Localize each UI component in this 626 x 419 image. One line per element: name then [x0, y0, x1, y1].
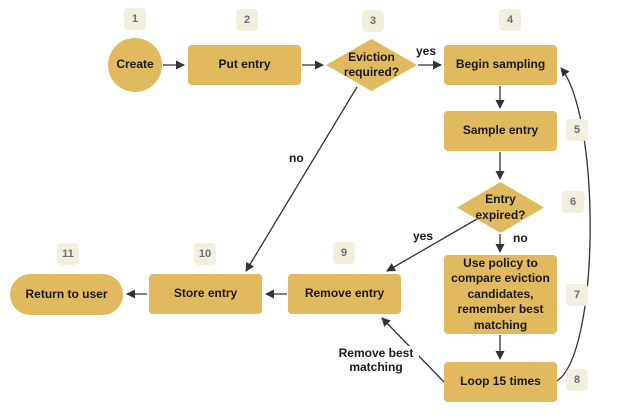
arrow-expired-yes-to-remove-entry	[386, 218, 478, 272]
node-create: Create	[108, 38, 162, 92]
node-use-policy: Use policy to compare eviction candidate…	[444, 255, 557, 334]
badge-store-entry: 10	[194, 243, 216, 265]
badge-eviction-required: 3	[362, 10, 384, 32]
arrow-eviction-no-to-store-entry	[245, 86, 358, 272]
node-remove-entry: Remove entry	[288, 274, 401, 314]
badge-sample-entry: 5	[566, 119, 588, 141]
edge-label-eviction-no: no	[287, 151, 306, 165]
node-begin-sampling: Begin sampling	[444, 45, 557, 85]
node-store-entry: Store entry	[149, 274, 262, 314]
node-sample-entry: Sample entry	[444, 111, 557, 151]
badge-remove-entry: 9	[333, 242, 355, 264]
node-put-entry: Put entry	[188, 45, 301, 85]
edge-label-eviction-yes: yes	[414, 44, 439, 58]
edge-label-expired-no: no	[511, 231, 530, 245]
badge-begin-sampling: 4	[499, 9, 521, 31]
badge-create: 1	[124, 8, 146, 30]
badge-entry-expired: 6	[562, 191, 584, 213]
edge-label-expired-yes: yes	[411, 229, 436, 243]
badge-put-entry: 2	[236, 9, 258, 31]
badge-loop-15-times: 8	[566, 369, 588, 391]
node-loop-15-times: Loop 15 times	[444, 362, 557, 402]
edge-label-remove-best-matching: Remove best matching	[333, 346, 419, 374]
arrow-loop-back-to-begin-sampling	[556, 67, 591, 382]
badge-return-to-user: 11	[57, 243, 79, 265]
badge-use-policy: 7	[566, 284, 588, 306]
node-return-to-user: Return to user	[10, 274, 123, 315]
